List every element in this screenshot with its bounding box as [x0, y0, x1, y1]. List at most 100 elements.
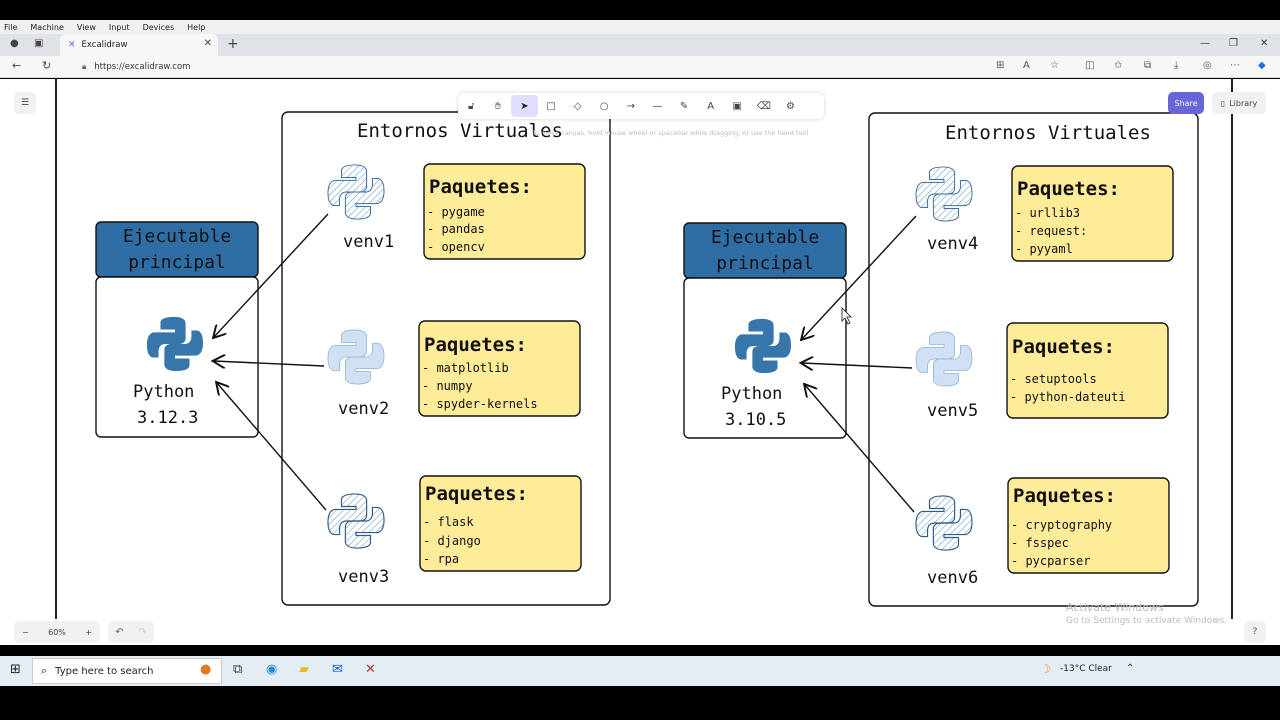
- tool-draw[interactable]: ✎: [671, 95, 698, 117]
- edge-icon[interactable]: ◉: [266, 662, 278, 677]
- vm-menu-input[interactable]: Input: [108, 22, 130, 32]
- tool-selection[interactable]: ➤: [511, 95, 538, 117]
- task-view-icon[interactable]: ⧉: [233, 662, 243, 677]
- taskbar-search[interactable]: ⌕ Type here to search: [32, 658, 222, 684]
- excalidraw-app-icon[interactable]: ✕: [365, 662, 376, 677]
- vm-menu-file[interactable]: File: [4, 22, 18, 32]
- library-button[interactable]: ▯ Library: [1212, 92, 1266, 114]
- tool-rectangle[interactable]: □: [538, 95, 565, 117]
- venv6-pkg-item: - pycparser: [1011, 554, 1091, 568]
- url-text: https://excalidraw.com: [94, 62, 191, 72]
- vm-menu-help[interactable]: Help: [187, 22, 206, 32]
- left-frame[interactable]: [281, 111, 611, 606]
- lock-icon: 🔓︎: [468, 100, 475, 112]
- tool-eraser[interactable]: ⌫: [751, 95, 778, 117]
- minimize-icon[interactable]: —: [1200, 38, 1210, 49]
- venv2-pkg-item: - matplotlib: [422, 361, 509, 375]
- close-window-icon[interactable]: ✕: [1260, 38, 1269, 49]
- favorite-star-icon[interactable]: ☆: [1050, 60, 1059, 71]
- arrow-venv3-to-python[interactable]: [217, 383, 327, 511]
- back-icon[interactable]: ←: [12, 59, 22, 72]
- downloads-icon[interactable]: ⤓: [1174, 60, 1179, 71]
- venv4-python-icon: [915, 166, 973, 222]
- tab-excalidraw[interactable]: ✕ Excalidraw ✕: [60, 34, 218, 56]
- arrow-venv2-to-python[interactable]: [214, 361, 325, 366]
- venv4-label: venv4: [927, 234, 979, 254]
- profile-icon[interactable]: ●: [10, 38, 19, 49]
- mouse-cursor-icon: [841, 307, 852, 325]
- venv5-python-icon: [915, 331, 973, 387]
- venv3-pkg-item: - rpa: [423, 552, 460, 566]
- tab-title: Excalidraw: [81, 40, 128, 50]
- more-menu-icon[interactable]: ⋯: [1230, 60, 1240, 71]
- restore-icon[interactable]: ❐: [1229, 38, 1238, 49]
- read-aloud-icon[interactable]: A: [1023, 60, 1030, 71]
- tool-diamond[interactable]: ◇: [564, 95, 591, 117]
- start-windows-icon[interactable]: ⊞: [10, 662, 21, 677]
- redo-icon[interactable]: ↷: [138, 626, 147, 638]
- venv6-pkg-title: Paquetes:: [1013, 485, 1116, 507]
- collections-icon[interactable]: ⧉: [1144, 60, 1152, 71]
- hand-icon: ✋︎: [495, 100, 501, 112]
- pkg-box-venv6[interactable]: [1007, 477, 1170, 574]
- venv3-python-icon: [327, 493, 385, 549]
- help-button[interactable]: ?: [1244, 621, 1266, 643]
- zoom-out-button[interactable]: −: [22, 627, 29, 637]
- tool-image[interactable]: ▣: [724, 95, 751, 117]
- venv6-pkg-item: - fsspec: [1011, 536, 1069, 550]
- url-field[interactable]: 🔒︎ https://excalidraw.com: [70, 58, 970, 76]
- undo-icon[interactable]: ↶: [115, 626, 124, 638]
- split-screen-icon[interactable]: ◫: [1085, 60, 1095, 71]
- arrow-venv6-to-python[interactable]: [805, 385, 915, 513]
- tool-hand[interactable]: ✋︎: [485, 95, 512, 117]
- main-menu-button[interactable]: ☰: [14, 92, 36, 114]
- library-icon: ▯: [1220, 98, 1226, 108]
- zoom-level[interactable]: 60%: [48, 627, 66, 637]
- left-exec-body[interactable]: [95, 276, 259, 438]
- left-exec-label: Ejecutable principal: [122, 226, 232, 273]
- apps-icon[interactable]: ⊞: [996, 60, 1005, 71]
- vm-menu-machine[interactable]: Machine: [30, 22, 64, 32]
- venv1-pkg-item: - opencv: [427, 240, 485, 254]
- system-tray-icon[interactable]: ⌃: [1126, 663, 1135, 674]
- venv4-pkg-title: Paquetes:: [1017, 178, 1120, 200]
- canvas-hint: To move canvas, hold mouse wheel or spac…: [532, 129, 809, 137]
- venv1-pkg-item: - pandas: [427, 222, 485, 236]
- tool-line[interactable]: —: [644, 95, 671, 117]
- venv2-pkg-item: - numpy: [422, 379, 473, 393]
- tool-arrow[interactable]: →: [618, 95, 645, 117]
- extensions-icon[interactable]: ◎: [1203, 60, 1212, 71]
- file-explorer-icon[interactable]: ▰: [299, 662, 309, 677]
- search-icon: ⌕: [41, 664, 48, 677]
- weather-text: -13°C Clear: [1060, 664, 1112, 674]
- zoom-in-button[interactable]: +: [85, 627, 92, 637]
- close-tab-icon[interactable]: ✕: [203, 38, 212, 49]
- tool-text[interactable]: A: [697, 95, 724, 117]
- pkg-box-venv4[interactable]: [1011, 165, 1174, 262]
- new-tab-button[interactable]: +: [227, 36, 239, 52]
- pencil-icon: ✎: [679, 100, 689, 112]
- arrow-venv1-to-python[interactable]: [214, 213, 329, 337]
- frame-edge-right: [1231, 79, 1233, 619]
- ellipse-icon: ○: [599, 100, 609, 112]
- tab-actions-icon[interactable]: ▣: [34, 38, 44, 49]
- copilot-icon[interactable]: ◆: [1258, 60, 1266, 71]
- refresh-icon[interactable]: ↻: [42, 59, 52, 72]
- vm-menu-view[interactable]: View: [76, 22, 96, 32]
- pkg-box-venv2[interactable]: [418, 320, 581, 417]
- tool-lock[interactable]: 🔓︎: [458, 95, 485, 117]
- tool-more[interactable]: ⚙: [777, 95, 804, 117]
- right-frame[interactable]: [868, 112, 1199, 607]
- pkg-box-venv5[interactable]: [1006, 322, 1169, 419]
- mail-icon[interactable]: ✉: [332, 662, 343, 677]
- activate-windows-title: Activate Windows: [1066, 601, 1164, 614]
- arrow-venv5-to-python[interactable]: [802, 363, 913, 368]
- pkg-box-venv1[interactable]: [423, 163, 586, 260]
- share-button[interactable]: Share: [1168, 92, 1204, 114]
- windows-taskbar: ⊞ ⌕ Type here to search ● ⧉ ◉ ▰ ✉ ✕ ☽ -1…: [0, 656, 1280, 686]
- vm-menu-devices[interactable]: Devices: [142, 22, 175, 32]
- tool-ellipse[interactable]: ○: [591, 95, 618, 117]
- pkg-box-venv3[interactable]: [419, 475, 582, 572]
- arrow-venv4-to-python[interactable]: [802, 215, 917, 339]
- favorites-icon[interactable]: ✩: [1114, 60, 1123, 71]
